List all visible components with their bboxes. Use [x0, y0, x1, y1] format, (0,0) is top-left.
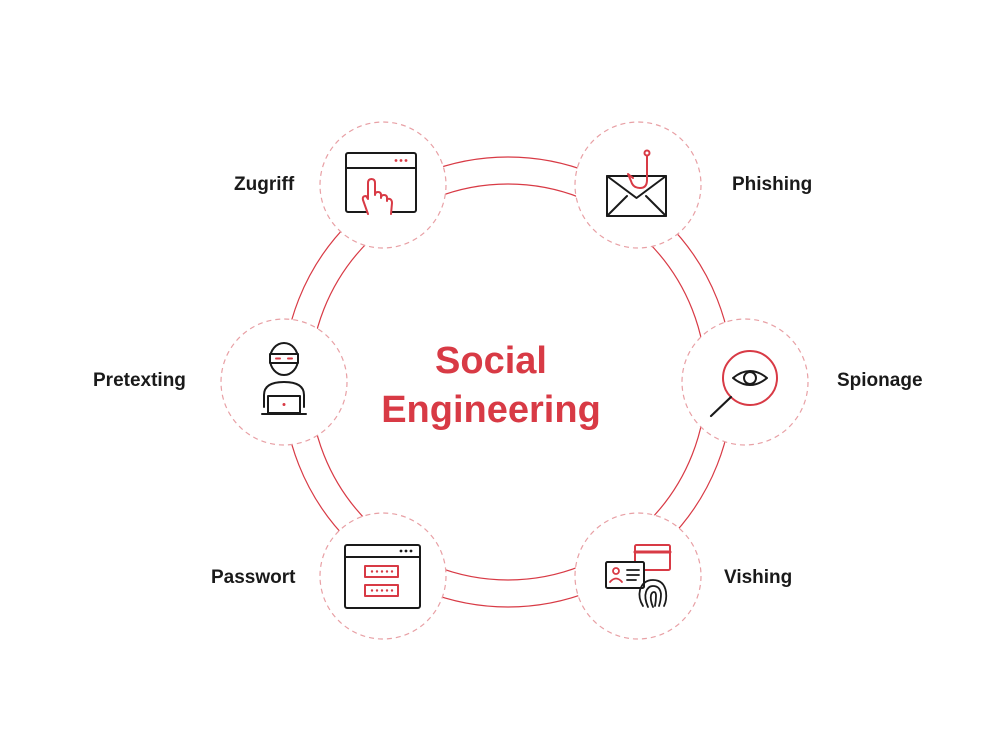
- center-title-line2: Engineering: [381, 389, 601, 431]
- node-label-zugriff: Zugriff: [234, 174, 295, 195]
- password-window-icon: [344, 544, 421, 609]
- browser-click-icon: [345, 152, 417, 215]
- id-card-fingerprint-icon: [605, 544, 672, 608]
- node-label-spionage: Spionage: [837, 370, 923, 391]
- node-label-phishing: Phishing: [732, 174, 813, 195]
- envelope-hook-icon: [606, 149, 667, 217]
- node-label-pretexting: Pretexting: [93, 370, 186, 391]
- eye-magnifier-icon: [709, 350, 778, 418]
- center-title-line1: Social: [435, 340, 547, 382]
- masked-person-laptop-icon: [261, 342, 307, 415]
- node-label-vishing: Vishing: [724, 567, 793, 588]
- node-label-passwort: Passwort: [211, 567, 296, 588]
